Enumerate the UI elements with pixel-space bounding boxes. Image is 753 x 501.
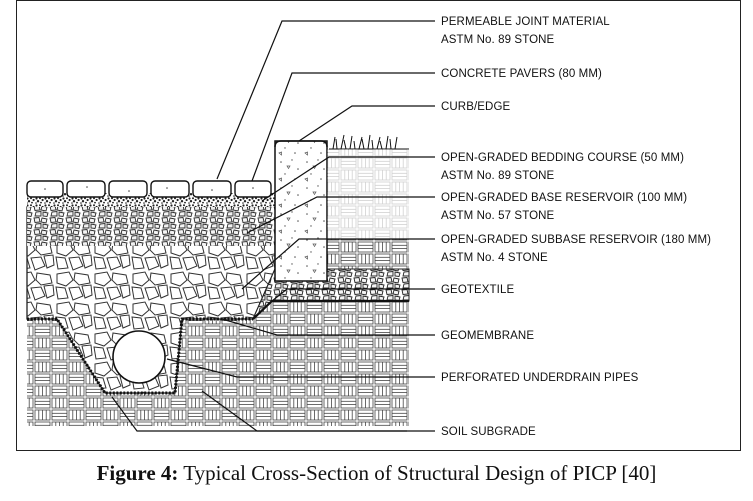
- grass-icon: [329, 134, 409, 150]
- label-soil-subgrade: SOIL SUBGRADE: [441, 426, 536, 438]
- label-base-reservoir: OPEN-GRADED BASE RESERVOIR (100 MM)ASTM …: [441, 192, 687, 222]
- label-subbase-reservoir: OPEN-GRADED SUBBASE RESERVOIR (180 MM)AS…: [441, 234, 711, 264]
- curb-top: [274, 140, 328, 148]
- stone-reservoir: [26, 193, 410, 394]
- concrete-pavers: [26, 180, 272, 198]
- label-geomembrane: GEOMEMBRANE: [441, 330, 534, 342]
- caption-text: Typical Cross-Section of Structural Desi…: [178, 461, 657, 485]
- underdrain-pipe: [112, 330, 166, 384]
- label-underdrain: PERFORATED UNDERDRAIN PIPES: [441, 372, 639, 384]
- paver-speckle: [44, 186, 254, 192]
- caption-label: Figure 4:: [96, 461, 179, 485]
- label-bedding-course: OPEN-GRADED BEDDING COURSE (50 MM)ASTM N…: [441, 152, 684, 182]
- label-concrete-pavers: CONCRETE PAVERS (80 MM): [441, 68, 602, 80]
- geomembrane-line: [27, 317, 253, 395]
- label-curb-edge: CURB/EDGE: [441, 101, 511, 113]
- figure-caption: Figure 4: Typical Cross-Section of Struc…: [0, 461, 753, 486]
- curb-edge: [274, 140, 328, 282]
- label-geotextile: GEOTEXTILE: [441, 284, 514, 296]
- leader-lines: [111, 20, 435, 432]
